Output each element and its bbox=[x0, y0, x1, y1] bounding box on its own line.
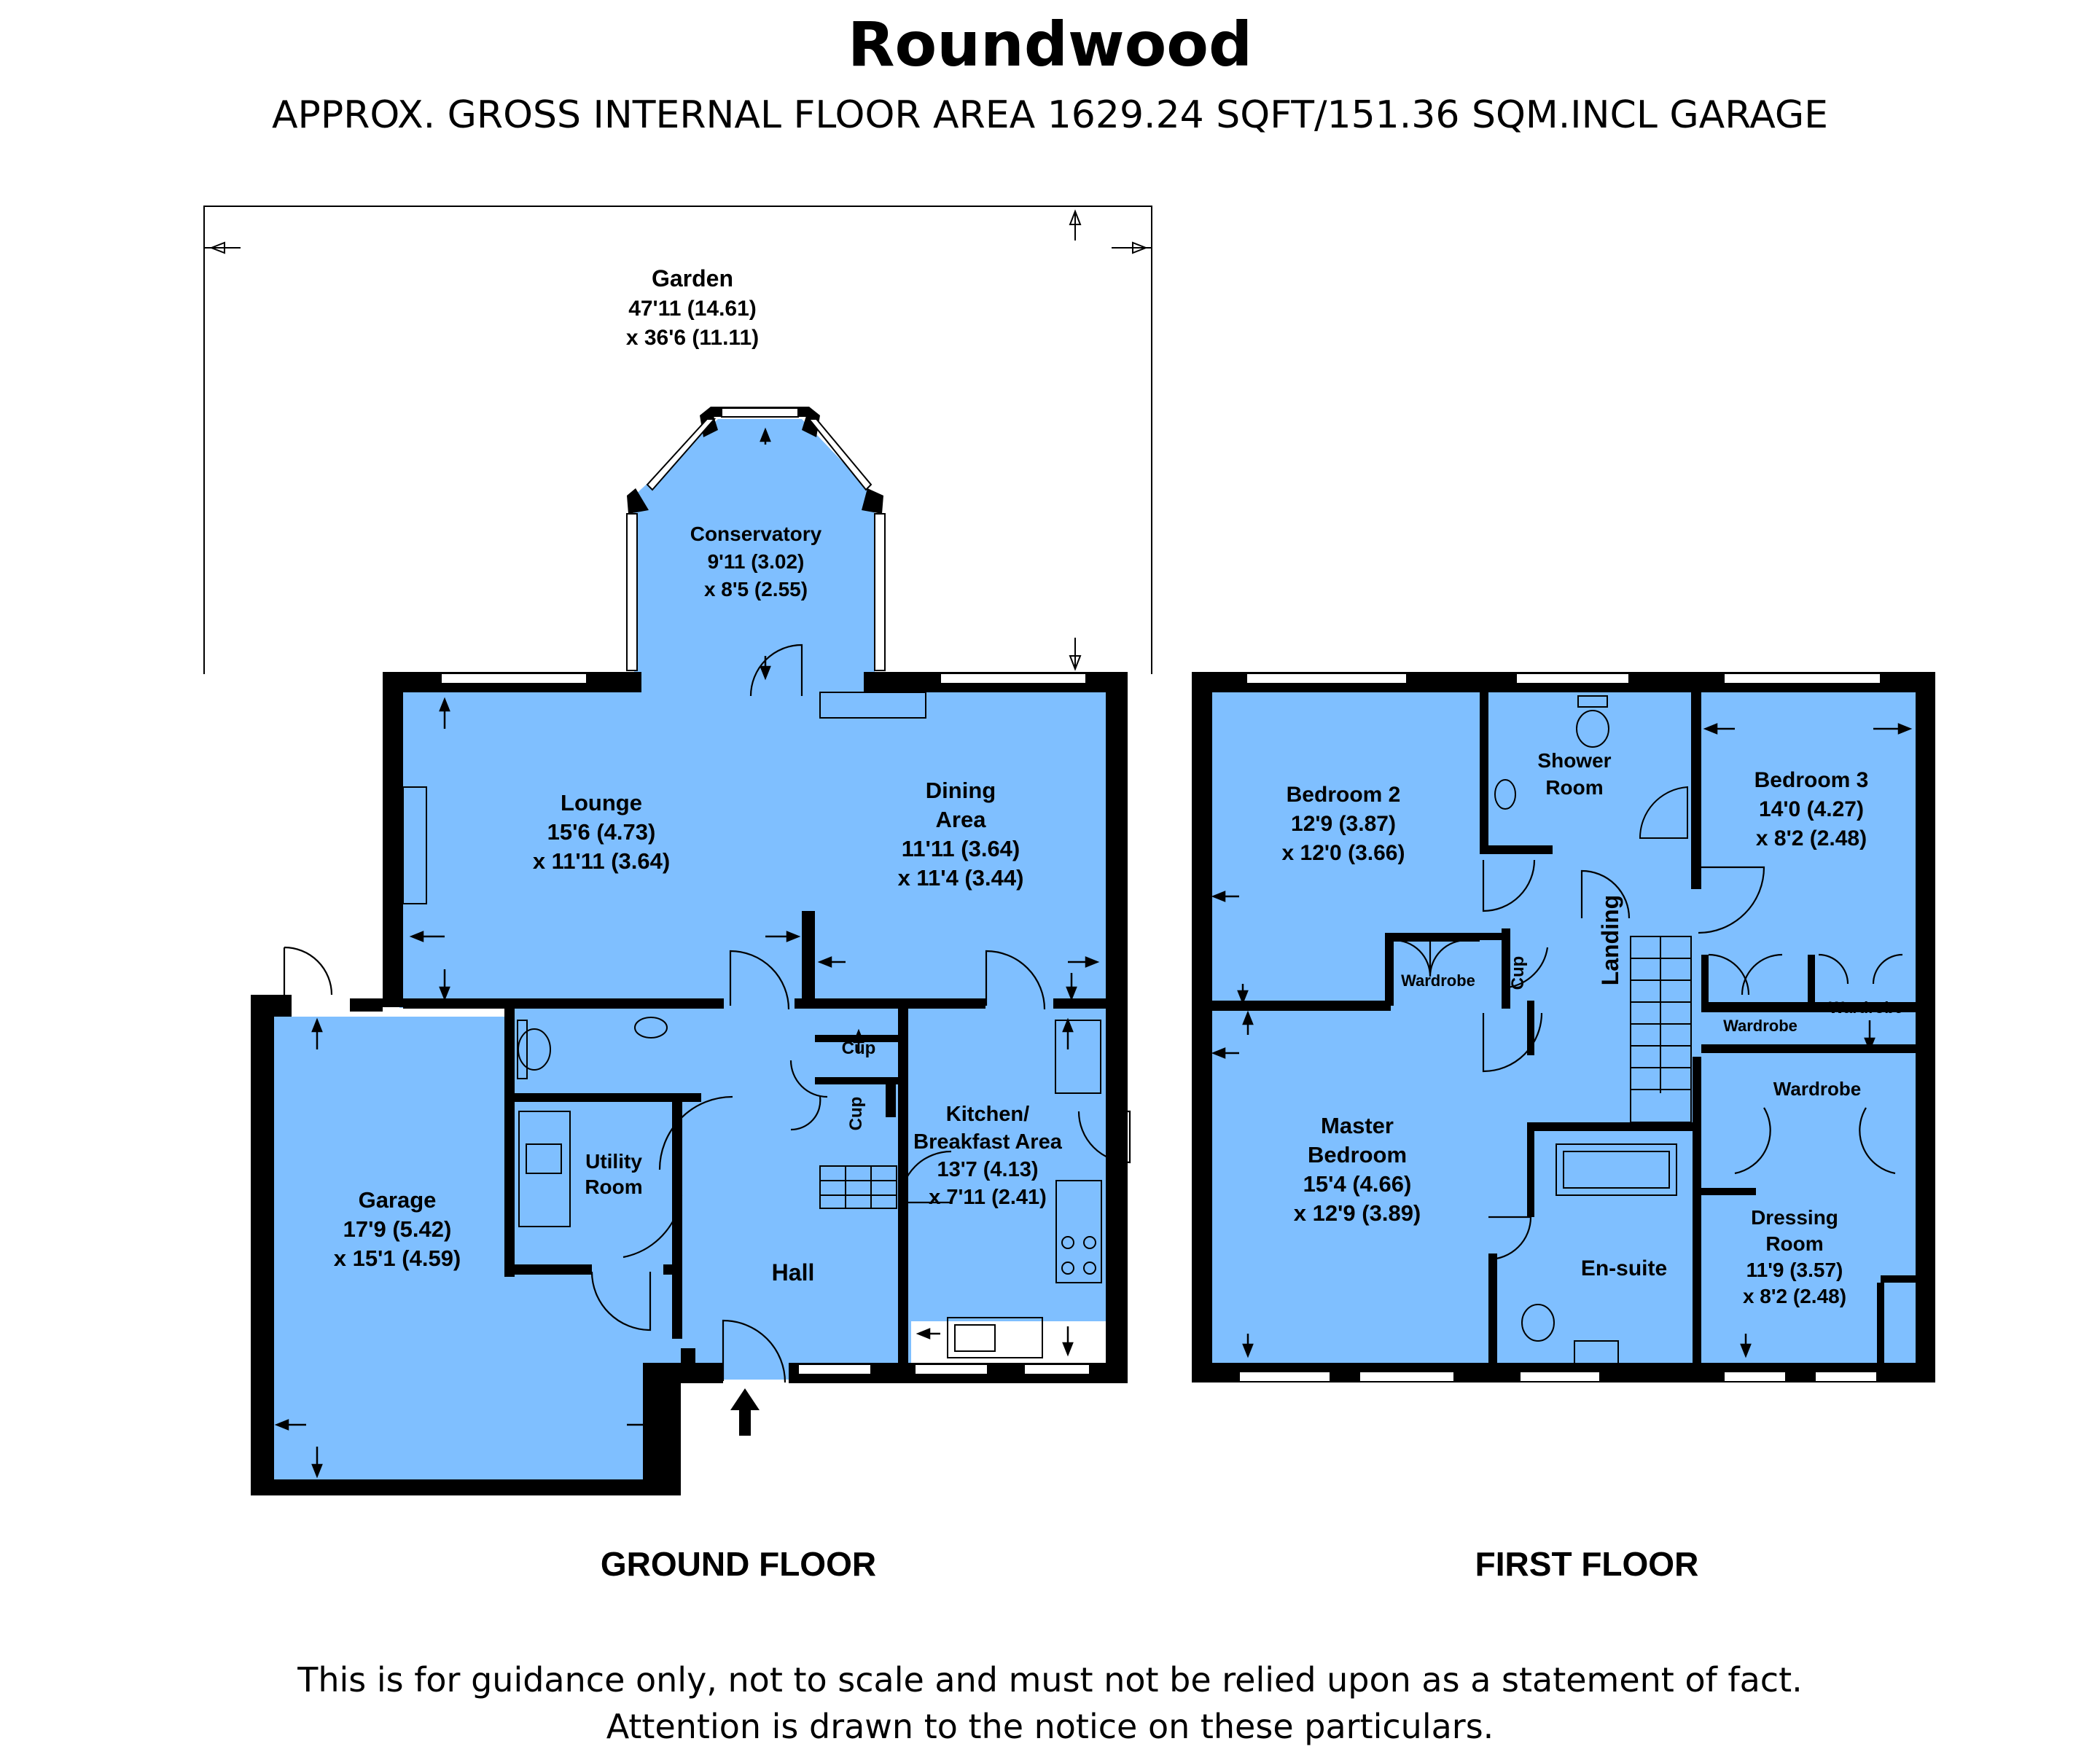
bedroom2-dim2: x 12'0 (3.66) bbox=[1282, 841, 1405, 865]
shower-label-line1: Shower bbox=[1537, 749, 1611, 772]
garden-area bbox=[203, 206, 1152, 674]
dining-dim1: 11'11 (3.64) bbox=[902, 836, 1020, 861]
master-dim2: x 12'9 (3.89) bbox=[1294, 1200, 1421, 1226]
page-title: Roundwood bbox=[847, 9, 1253, 80]
disclaimer-line-1: This is for guidance only, not to scale … bbox=[297, 1660, 1803, 1700]
dressing-label-line1: Dressing bbox=[1751, 1206, 1838, 1229]
wardrobe-dressing-label: Wardrobe bbox=[1773, 1078, 1861, 1100]
bedroom3-dim1: 14'0 (4.27) bbox=[1759, 797, 1864, 821]
dining-label-line2: Area bbox=[936, 807, 987, 832]
wardrobe-bedroom3-right-label: Wardrobe bbox=[1829, 998, 1903, 1017]
disclaimer-line-2: Attention is drawn to the notice on thes… bbox=[606, 1707, 1494, 1746]
dimension-arrows bbox=[274, 427, 1913, 1479]
ground-floor-fills bbox=[274, 419, 1117, 1485]
entrance-arrow bbox=[730, 1388, 760, 1436]
landing-cup-label: Cup bbox=[1508, 956, 1528, 990]
bedroom3-dim2: x 8'2 (2.48) bbox=[1756, 826, 1867, 850]
master-dim1: 15'4 (4.66) bbox=[1303, 1171, 1412, 1197]
kitchen-dim1: 13'7 (4.13) bbox=[937, 1158, 1038, 1181]
ground-floor-fixtures bbox=[283, 644, 1131, 1383]
floor-area-subtitle: APPROX. GROSS INTERNAL FLOOR AREA 1629.2… bbox=[271, 93, 1829, 137]
garage-label: Garage bbox=[359, 1187, 437, 1213]
first-floor-caption: FIRST FLOOR bbox=[1475, 1545, 1699, 1583]
garden-dim1: 47'11 (14.61) bbox=[628, 297, 757, 321]
dressing-dim1: 11'9 (3.57) bbox=[1746, 1259, 1843, 1281]
bedroom3-label: Bedroom 3 bbox=[1754, 768, 1869, 792]
ground-floor-caption: GROUND FLOOR bbox=[601, 1545, 876, 1583]
utility-label-line1: Utility bbox=[585, 1150, 642, 1173]
kitchen-dim2: x 7'11 (2.41) bbox=[929, 1186, 1047, 1209]
wardrobe-bedroom3-left-label: Wardrobe bbox=[1723, 1017, 1798, 1035]
garage-dim1: 17'9 (5.42) bbox=[343, 1216, 452, 1242]
kitchen-label-line1: Kitchen/ bbox=[946, 1103, 1029, 1126]
garden-label: Garden bbox=[652, 265, 733, 292]
hall-label: Hall bbox=[772, 1259, 815, 1286]
garage-dim2: x 15'1 (4.59) bbox=[334, 1245, 461, 1271]
dining-label-line1: Dining bbox=[926, 778, 996, 803]
master-label-line1: Master bbox=[1321, 1113, 1394, 1138]
ensuite-label: En-suite bbox=[1581, 1256, 1667, 1280]
wardrobe-bedroom2-label: Wardrobe bbox=[1401, 971, 1475, 990]
conservatory-dim1: 9'11 (3.02) bbox=[708, 550, 805, 573]
conservatory-label: Conservatory bbox=[690, 523, 822, 545]
first-floor-walls bbox=[1192, 672, 1935, 1382]
landing-label: Landing bbox=[1597, 895, 1623, 985]
kitchen-label-line2: Breakfast Area bbox=[913, 1130, 1063, 1154]
garden-dim2: x 36'6 (11.11) bbox=[626, 326, 759, 350]
shower-label-line2: Room bbox=[1545, 776, 1603, 799]
dining-dim2: x 11'4 (3.44) bbox=[898, 865, 1024, 891]
cup-label-hall: Cup bbox=[842, 1039, 876, 1058]
conservatory-dim2: x 8'5 (2.55) bbox=[704, 578, 808, 601]
first-floor-fills bbox=[1210, 691, 1923, 1370]
master-label-line2: Bedroom bbox=[1308, 1142, 1407, 1168]
ground-floor-walls bbox=[251, 407, 1128, 1495]
bedroom2-dim1: 12'9 (3.87) bbox=[1291, 812, 1396, 836]
first-floor-fixtures bbox=[1393, 695, 1903, 1365]
utility-label-line2: Room bbox=[585, 1176, 642, 1198]
dressing-dim2: x 8'2 (2.48) bbox=[1743, 1285, 1846, 1307]
cup-label-under-stairs: Cup bbox=[846, 1097, 866, 1131]
dressing-label-line2: Room bbox=[1765, 1232, 1823, 1255]
lounge-dim1: 15'6 (4.73) bbox=[547, 819, 656, 845]
lounge-dim2: x 11'11 (3.64) bbox=[533, 848, 670, 874]
lounge-label: Lounge bbox=[561, 790, 642, 816]
bedroom2-label: Bedroom 2 bbox=[1287, 783, 1401, 807]
